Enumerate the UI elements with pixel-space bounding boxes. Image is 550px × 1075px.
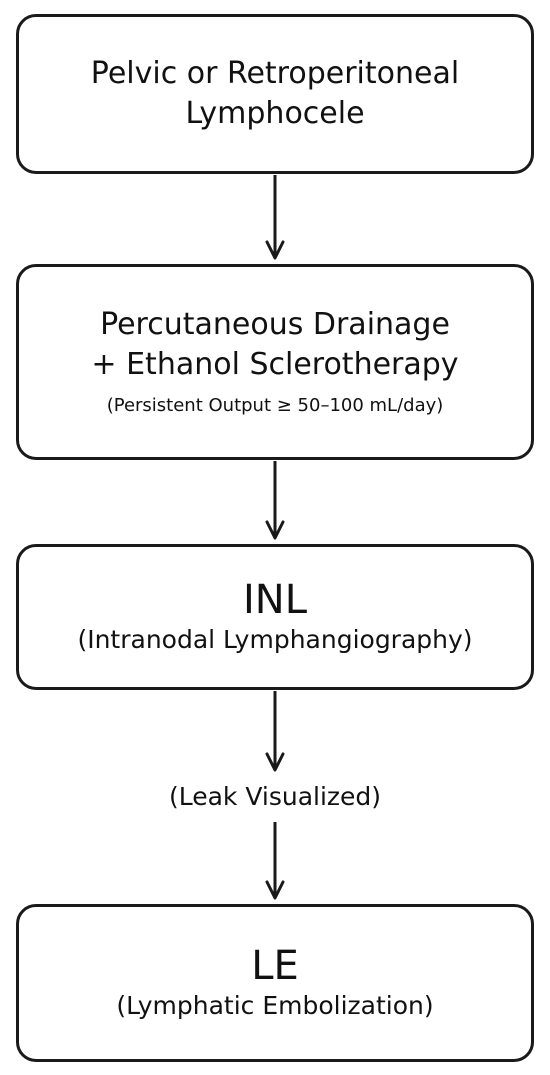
step2-note: (Persistent Output ≥ 50–100 mL/day) [106, 395, 444, 416]
step-inl-box: INL (Intranodal Lymphangiography) [16, 544, 534, 690]
step3-abbreviation: INL [242, 577, 307, 623]
step1-line2: Lymphocele [185, 96, 365, 131]
step-lymphocele-box: Pelvic or Retroperitoneal Lymphocele [16, 14, 534, 174]
step1-line1: Pelvic or Retroperitoneal [90, 56, 460, 91]
step2-line1: Percutaneous Drainage [100, 307, 450, 342]
step3-full-name: (Intranodal Lymphangiography) [77, 625, 473, 654]
step4-full-name: (Lymphatic Embolization) [116, 991, 434, 1020]
step-drainage-box: Percutaneous Drainage + Ethanol Scleroth… [16, 264, 534, 460]
step2-line2: + Ethanol Sclerotherapy [91, 347, 459, 382]
condition-label: (Leak Visualized) [168, 782, 382, 811]
step4-abbreviation: LE [251, 943, 299, 989]
step-le-box: LE (Lymphatic Embolization) [16, 904, 534, 1062]
